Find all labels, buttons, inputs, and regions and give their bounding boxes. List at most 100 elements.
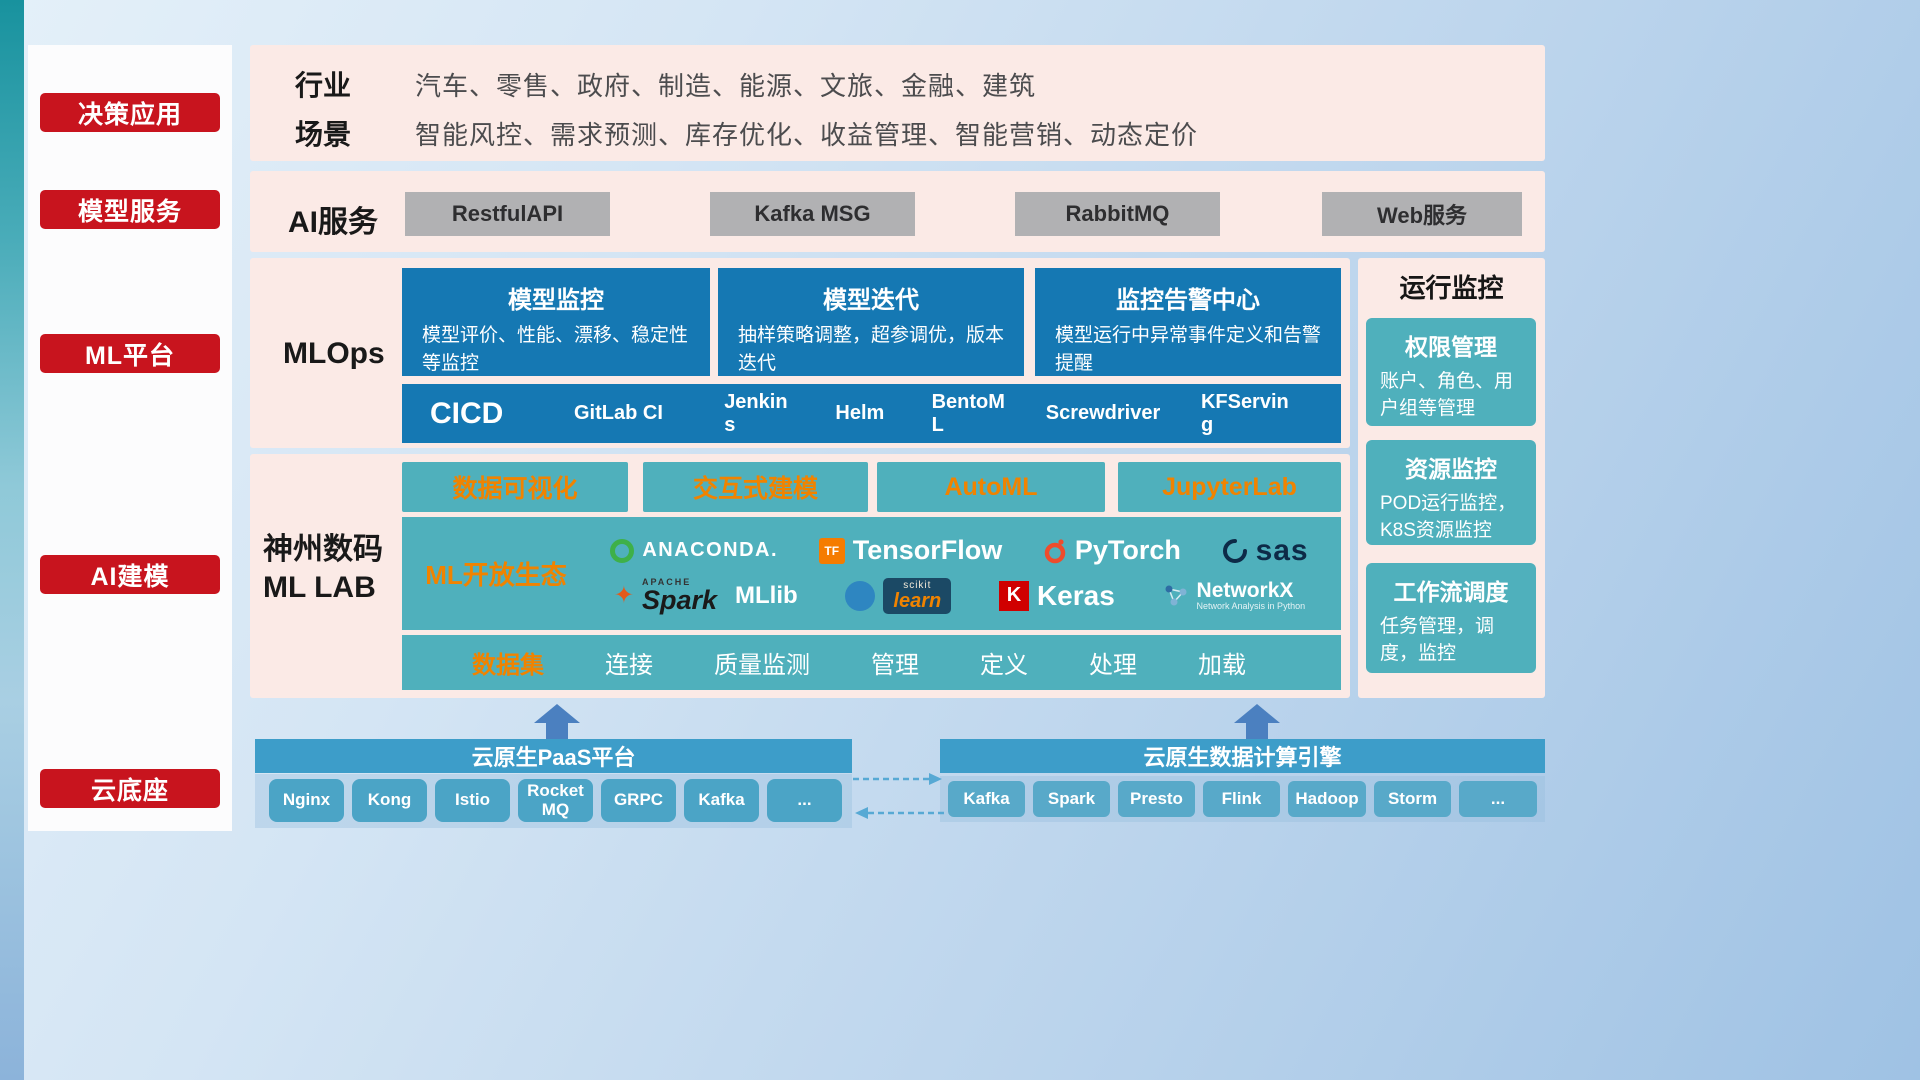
alert-center-card: 监控告警中心 模型运行中异常事件定义和告警提醒	[1035, 268, 1341, 376]
dataset-item-connect: 连接	[605, 652, 653, 679]
keras-logo: K Keras	[998, 579, 1115, 612]
learn-text: learn	[893, 589, 942, 612]
alert-center-title: 监控告警中心	[1116, 287, 1260, 314]
apache-text: APACHE	[641, 576, 692, 587]
permission-desc: 账户、角色、用户组等管理	[1380, 371, 1514, 419]
networkx-logo: NetworkX Network Analysis in Python	[1163, 579, 1306, 612]
engine-tool-presto: Presto	[1118, 781, 1195, 817]
paas-tool-grpc: GRPC	[601, 779, 676, 822]
dashed-flow-arrows	[853, 773, 944, 819]
keras-text: Keras	[1036, 579, 1115, 611]
engine-tool-storm: Storm	[1374, 781, 1451, 817]
module-jupyterlab: JupyterLab	[1118, 462, 1341, 512]
up-arrow-right-stem	[1246, 722, 1268, 740]
scikit-text: scikit	[903, 579, 932, 591]
tool-helm: Helm	[835, 402, 885, 424]
paas-tool-kafka: Kafka	[684, 779, 759, 822]
module-automl: AutoML	[877, 462, 1105, 512]
module-interactive-modeling: 交互式建模	[643, 462, 868, 512]
paas-tool-istio: Istio	[435, 779, 510, 822]
eco-row-2: ✦ APACHE Spark MLlib scikit learn K	[590, 576, 1329, 615]
resource-desc: POD运行监控，K8S资源监控	[1380, 493, 1517, 541]
cicd-bar: CICD GitLab CI Jenkins Helm BentoML Scre…	[402, 384, 1341, 443]
paas-platform-bar: 云原生PaaS平台	[255, 739, 852, 773]
networkx-text-stack: NetworkX Network Analysis in Python	[1197, 579, 1306, 612]
ml-lab-label: 神州数码 ML LAB	[263, 531, 383, 607]
pytorch-logo: PyTorch	[1043, 535, 1181, 566]
engine-tool-flink: Flink	[1203, 781, 1280, 817]
model-monitoring-desc: 模型评价、性能、漂移、稳定性等监控	[422, 325, 689, 374]
cicd-tools: GitLab CI Jenkins Helm BentoML Screwdriv…	[522, 391, 1341, 437]
ml-ecosystem-box: ML开放生态 ANACONDA. TF TensorFlow PyTorch	[402, 517, 1341, 630]
service-restfulapi: RestfulAPI	[405, 192, 610, 236]
tensorflow-logo: TF TensorFlow	[818, 535, 1003, 566]
anaconda-icon	[610, 538, 635, 563]
up-arrow-left	[534, 704, 580, 723]
model-iteration-title: 模型迭代	[823, 287, 919, 314]
tool-bentoml: BentoML	[931, 390, 1005, 436]
sas-logo: sas	[1222, 534, 1309, 568]
networkx-text: NetworkX	[1196, 579, 1294, 602]
permission-title: 权限管理	[1405, 334, 1497, 360]
sas-icon	[1222, 538, 1247, 563]
cicd-title: CICD	[430, 396, 504, 430]
paas-tool-rocketmq: RocketMQ	[518, 779, 593, 822]
scenario-label: 场景	[295, 119, 352, 150]
networkx-icon	[1165, 585, 1187, 606]
tensorflow-text: TensorFlow	[852, 535, 1003, 565]
workflow-scheduling-card: 工作流调度 任务管理，调度，监控	[1366, 563, 1536, 673]
resource-monitoring-card: 资源监控 POD运行监控，K8S资源监控	[1366, 440, 1536, 545]
up-arrow-right	[1234, 704, 1280, 723]
alert-center-desc: 模型运行中异常事件定义和告警提醒	[1055, 325, 1322, 374]
dataset-item-quality: 质量监测	[714, 652, 810, 679]
resource-title: 资源监控	[1405, 456, 1497, 482]
runtime-monitoring-title: 运行监控	[1399, 273, 1504, 303]
paas-tool-kong: Kong	[352, 779, 427, 822]
service-web: Web服务	[1322, 192, 1522, 236]
sidebar-item-ai-modeling: AI建模	[40, 555, 220, 594]
spark-text: Spark	[641, 584, 718, 615]
sidebar-item-model-service: 模型服务	[40, 190, 220, 229]
tool-kfserving: KFServing	[1200, 390, 1289, 436]
sidebar	[28, 45, 232, 831]
dataset-item-load: 加载	[1198, 652, 1246, 679]
ml-ecosystem-logos: ANACONDA. TF TensorFlow PyTorch	[590, 534, 1341, 614]
mlops-label: MLOps	[283, 337, 385, 370]
spark-text-stack: APACHE Spark	[641, 576, 718, 615]
ml-lab-label-line1: 神州数码	[263, 533, 383, 566]
sidebar-item-decision-apps: 决策应用	[40, 93, 220, 132]
sidebar-item-ml-platform: ML平台	[40, 334, 220, 373]
tool-gitlab-ci: GitLab CI	[574, 402, 663, 424]
eco-row-1: ANACONDA. TF TensorFlow PyTorch	[590, 534, 1329, 568]
sas-text: sas	[1255, 533, 1309, 567]
dataset-bar: 数据集 连接 质量监测 管理 定义 处理 加载	[402, 635, 1341, 690]
industry-label: 行业	[295, 70, 352, 101]
engine-tool-spark: Spark	[1033, 781, 1110, 817]
tool-screwdriver: Screwdriver	[1045, 402, 1161, 424]
industry-list: 汽车、零售、政府、制造、能源、文旅、金融、建筑	[415, 71, 1037, 101]
paas-tool-nginx: Nginx	[269, 779, 344, 822]
workflow-desc: 任务管理，调度，监控	[1380, 616, 1495, 664]
service-rabbitmq: RabbitMQ	[1015, 192, 1220, 236]
ml-lab-label-line2: ML LAB	[263, 571, 376, 604]
data-engine-bar: 云原生数据计算引擎	[940, 739, 1545, 773]
left-edge-decoration	[0, 0, 24, 1080]
scikit-learn-logo: scikit learn	[845, 577, 952, 614]
dataset-item-process: 处理	[1089, 652, 1137, 679]
engine-tool-hadoop: Hadoop	[1288, 781, 1366, 817]
model-iteration-desc: 抽样策略调整，超参调优，版本迭代	[738, 325, 1005, 374]
dataset-item-manage: 管理	[871, 652, 919, 679]
ai-service-label: AI服务	[288, 206, 378, 239]
industry-scenario-panel	[250, 45, 1545, 161]
pytorch-text: PyTorch	[1074, 535, 1181, 565]
workflow-title: 工作流调度	[1393, 579, 1509, 605]
model-monitoring-title: 模型监控	[508, 287, 604, 314]
service-kafka-msg: Kafka MSG	[710, 192, 915, 236]
up-arrow-left-stem	[546, 722, 568, 740]
spark-icon: ✦	[613, 582, 634, 609]
networkx-subtitle: Network Analysis in Python	[1196, 601, 1306, 612]
model-iteration-card: 模型迭代 抽样策略调整，超参调优，版本迭代	[718, 268, 1024, 376]
anaconda-text: ANACONDA.	[642, 539, 779, 561]
keras-icon: K	[998, 580, 1029, 611]
